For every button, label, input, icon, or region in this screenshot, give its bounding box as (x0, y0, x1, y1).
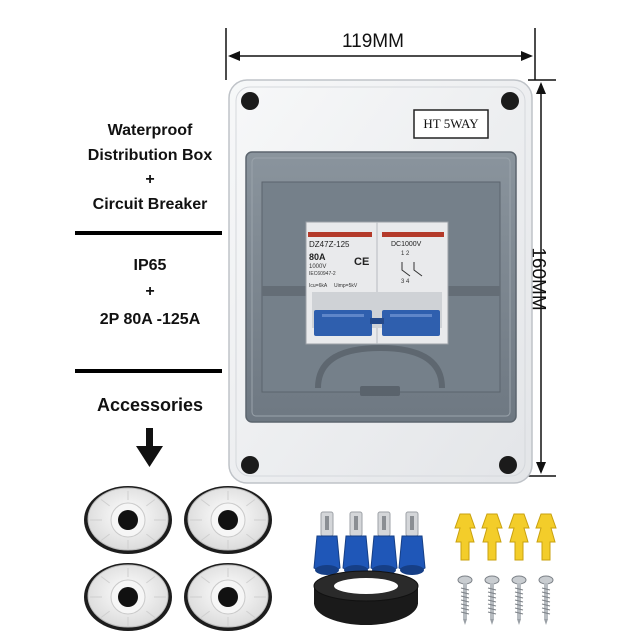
breaker-spec: 2P 80A -125A (99, 311, 201, 328)
accessories-heading: Accessories (96, 395, 204, 415)
insulated-terminals (313, 511, 426, 575)
title-line-waterproof: Waterproof (107, 122, 193, 139)
plus-sign-2: + (145, 283, 155, 300)
plus-sign: + (145, 171, 155, 188)
cable-gland-icon (184, 486, 272, 554)
screw-icon (511, 575, 527, 625)
wall-plugs-and-screws (454, 513, 557, 625)
screw-icon (499, 456, 517, 474)
electrical-tape-icon (313, 570, 419, 625)
breaker-terminals-top: 1 2 (401, 251, 410, 257)
wall-plug-icon (535, 513, 557, 561)
breaker-toggle-left (314, 310, 372, 336)
terminal-icon (370, 511, 398, 575)
cable-gland-icon (84, 563, 172, 631)
breaker-icu-text: Icu=6kA (309, 283, 328, 289)
breaker-current-text: 80A (309, 252, 326, 262)
wall-plug-icon (481, 513, 503, 561)
height-dimension-arrow (528, 79, 556, 477)
screw-icon (538, 575, 554, 625)
wall-plug-icon (508, 513, 530, 561)
divider-bottom (75, 369, 222, 373)
screw-icon (241, 92, 259, 110)
arrow-down-icon (136, 428, 163, 467)
screw-icon (501, 92, 519, 110)
terminal-icon (398, 511, 426, 575)
screw-icon (484, 575, 500, 625)
divider-top (75, 231, 222, 235)
box-model-label: HT 5WAY (423, 116, 479, 131)
circuit-breaker (305, 221, 449, 345)
breaker-toggle-right (382, 310, 440, 336)
screw-icon (457, 575, 473, 625)
box-label-plate (413, 109, 489, 139)
cable-gland-icon (184, 563, 272, 631)
cable-gland-icon (84, 486, 172, 554)
ip-rating: IP65 (133, 257, 167, 274)
cable-glands (84, 486, 272, 631)
breaker-dc-rating-text: DC1000V (391, 241, 422, 248)
wall-plug-icon (454, 513, 476, 561)
ce-mark: CE (354, 256, 370, 268)
breaker-terminals-bottom: 3 4 (401, 279, 410, 285)
terminal-icon (342, 511, 370, 575)
title-line-distribution-box: Distribution Box (87, 147, 213, 164)
breaker-uimp-text: Uimp=5kV (334, 283, 358, 289)
breaker-standard-text: IEC60947-2 (309, 271, 336, 277)
width-dimension-arrow (225, 28, 536, 80)
terminal-icon (313, 511, 341, 575)
breaker-voltage-text: 1000V (309, 264, 327, 270)
title-line-circuit-breaker: Circuit Breaker (92, 196, 208, 213)
screw-icon (241, 456, 259, 474)
width-dimension-label: 119MM (342, 31, 404, 52)
breaker-model-text: DZ47Z-125 (309, 240, 350, 249)
